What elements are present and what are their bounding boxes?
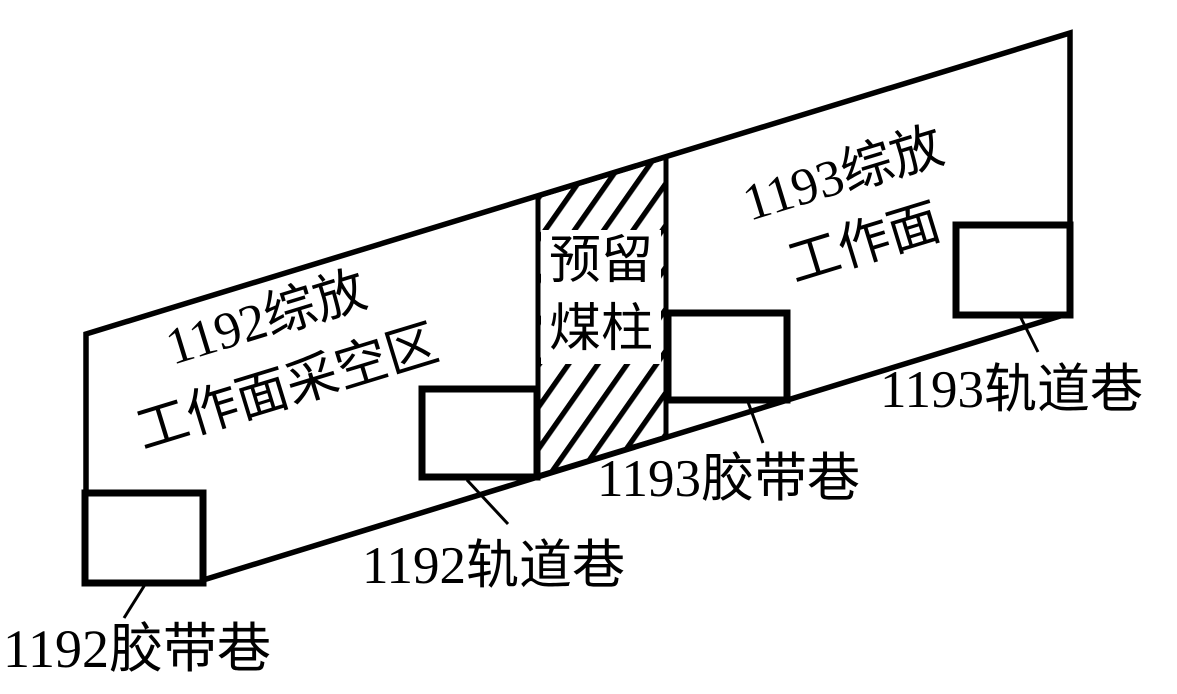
label-1192-track-roadway: 1192轨道巷 [362,537,626,595]
leader-line-1192-belt [122,582,148,619]
roadway-rect-1192-track [418,385,541,481]
leader-line-1193-track [1017,313,1040,353]
roadway-rect-1193-belt [664,309,791,404]
label-coal-pillar-line1: 预留 [548,233,653,290]
roadway-rect-1192-belt [81,489,207,587]
leader-line-1193-belt [746,401,765,444]
label-1193-belt-roadway: 1193胶带巷 [597,450,861,508]
pillar-label-backdrop [541,230,661,364]
label-coal-pillar-line2: 煤柱 [548,301,653,358]
label-coal-pillar: 预留 煤柱 [540,228,662,364]
label-1192-belt-roadway: 1192胶带巷 [3,619,271,679]
label-1193-track-roadway: 1193轨道巷 [880,361,1144,419]
leader-line-1192-track [465,478,510,526]
roadway-rect-1193-track [952,221,1074,319]
